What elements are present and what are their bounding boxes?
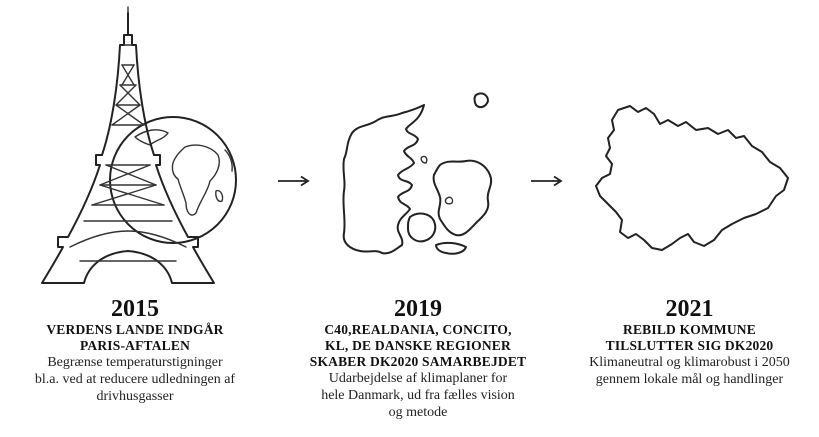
step-heading: REBILD KOMMUNE TILSLUTTER SIG DK2020 <box>605 322 774 353</box>
globe-icon <box>109 116 237 244</box>
step-description: Klimaneutral og klimarobust i 2050 genne… <box>589 355 790 387</box>
rebild-municipality-map-icon <box>595 105 789 251</box>
step-2015: 2015 VERDENS LANDE INDGÅR PARIS-AFTALEN … <box>0 296 270 405</box>
step-description: Begrænse temperaturstigninger bl.a. ved … <box>34 355 236 404</box>
eiffel-tower-icon <box>41 6 215 284</box>
step-description: Udarbejdelse af klimaplaner for hele Dan… <box>321 371 515 420</box>
arrow-right-icon <box>531 175 563 187</box>
step-2021: 2021 REBILD KOMMUNE TILSLUTTER SIG DK202… <box>560 296 819 388</box>
step-year: 2019 <box>394 296 442 322</box>
step-heading: VERDENS LANDE INDGÅR PARIS-AFTALEN <box>46 322 224 353</box>
denmark-map-icon <box>342 92 493 255</box>
step-year: 2015 <box>111 296 159 322</box>
step-year: 2021 <box>665 296 714 322</box>
eiffel-tower-globe-icon <box>41 6 237 284</box>
step-2019: 2019 C40,REALDANIA, CONCITO, KL, DE DANS… <box>292 296 544 421</box>
step-heading: C40,REALDANIA, CONCITO, KL, DE DANSKE RE… <box>309 322 527 369</box>
arrow-right-icon <box>278 175 310 187</box>
